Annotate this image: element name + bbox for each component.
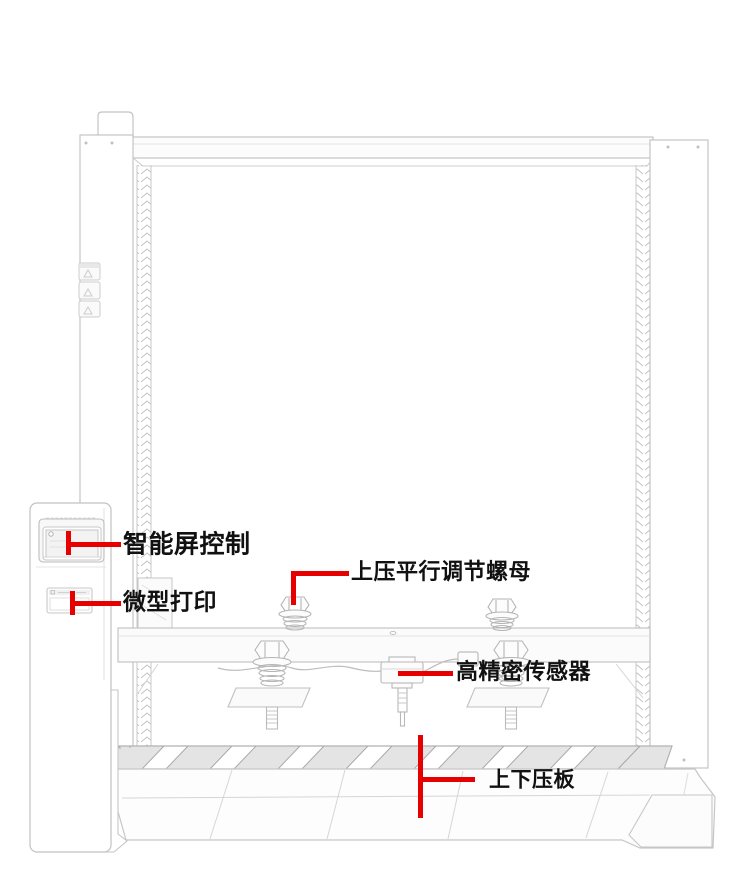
- label-upper-lower-platen: 上下压板: [489, 767, 575, 792]
- callout-drop-platen: [418, 735, 423, 818]
- callout-line-smart-screen: [66, 542, 121, 547]
- callout-line-platen: [418, 777, 475, 782]
- label-micro-printer: 微型打印: [123, 589, 217, 616]
- label-upper-platen-adjusting-nut: 上压平行调节螺母: [351, 559, 532, 585]
- screen-knob: [48, 531, 54, 537]
- callout-line-printer: [70, 601, 121, 606]
- control-console: [29, 502, 112, 853]
- platen-bolt-right: [466, 640, 550, 730]
- moving-crosshead: [117, 627, 651, 663]
- console-screen: [38, 518, 105, 563]
- screw-dot: [666, 145, 670, 149]
- adjusting-nut-right: [485, 598, 519, 632]
- lower-platen-hatch: [104, 745, 673, 770]
- platen-bolt-left: [227, 640, 311, 730]
- label-smart-screen-control: 智能屏控制: [123, 529, 251, 559]
- callout-line-sensor: [398, 671, 453, 676]
- right-foot: [628, 794, 713, 848]
- screw-dot: [696, 145, 700, 149]
- screw-dot: [110, 141, 114, 145]
- sensor-cable: [217, 651, 505, 681]
- right-column: [649, 139, 709, 769]
- cable-connector: [457, 651, 479, 667]
- callout-lines: [66, 531, 475, 818]
- machine-base: [105, 746, 716, 849]
- label-high-precision-sensor: 高精密传感器: [456, 659, 592, 685]
- limit-switch-bracket: [137, 577, 173, 633]
- screw-dot: [84, 141, 88, 145]
- adjusting-nut-left: [278, 596, 312, 631]
- load-cell-sensor: [380, 656, 424, 727]
- callout-drop-nut: [291, 571, 296, 605]
- bolt-hole: [389, 631, 397, 635]
- warning-stickers: [78, 262, 101, 318]
- right-brace: [615, 663, 644, 699]
- left-brace: [135, 663, 159, 697]
- console-printer: [46, 587, 93, 614]
- top-crossbeam: [122, 136, 655, 167]
- callout-line-nut: [291, 571, 349, 576]
